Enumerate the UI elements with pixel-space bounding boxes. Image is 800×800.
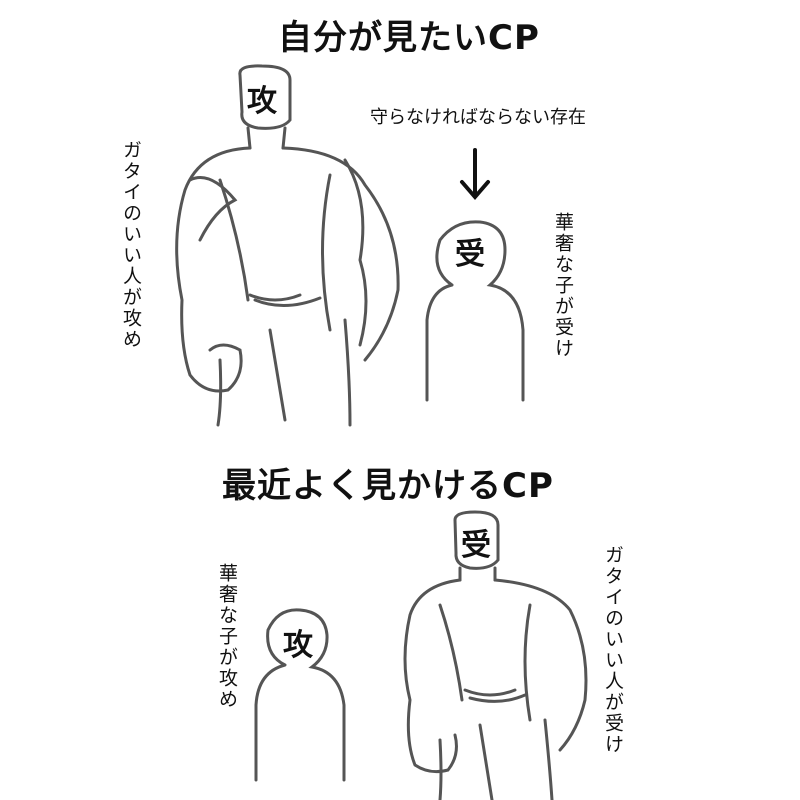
muscular-figure-top bbox=[175, 64, 400, 427]
slim-figure-top bbox=[425, 220, 525, 402]
figure-label-bottom-small: 攻 bbox=[283, 628, 313, 663]
down-arrow-icon bbox=[460, 148, 490, 201]
slim-figure-bottom bbox=[254, 608, 346, 782]
caption-top-right: 華奢な子が受け bbox=[552, 212, 574, 359]
title-top: 自分が見たいCP bbox=[278, 18, 540, 58]
caption-top-left: ガタイのいい人が攻め bbox=[120, 140, 142, 350]
figure-label-top-small: 受 bbox=[455, 237, 485, 272]
caption-bottom-right: ガタイのいい人が受け bbox=[602, 545, 624, 755]
title-bottom: 最近よく見かけるCP bbox=[222, 466, 554, 506]
caption-bottom-left: 華奢な子が攻め bbox=[216, 563, 238, 710]
muscular-figure-bottom bbox=[403, 510, 588, 800]
figure-label-top-big: 攻 bbox=[247, 84, 277, 119]
note-must-protect: 守らなければならない存在 bbox=[370, 107, 586, 128]
figure-label-bottom-big: 受 bbox=[461, 528, 491, 563]
